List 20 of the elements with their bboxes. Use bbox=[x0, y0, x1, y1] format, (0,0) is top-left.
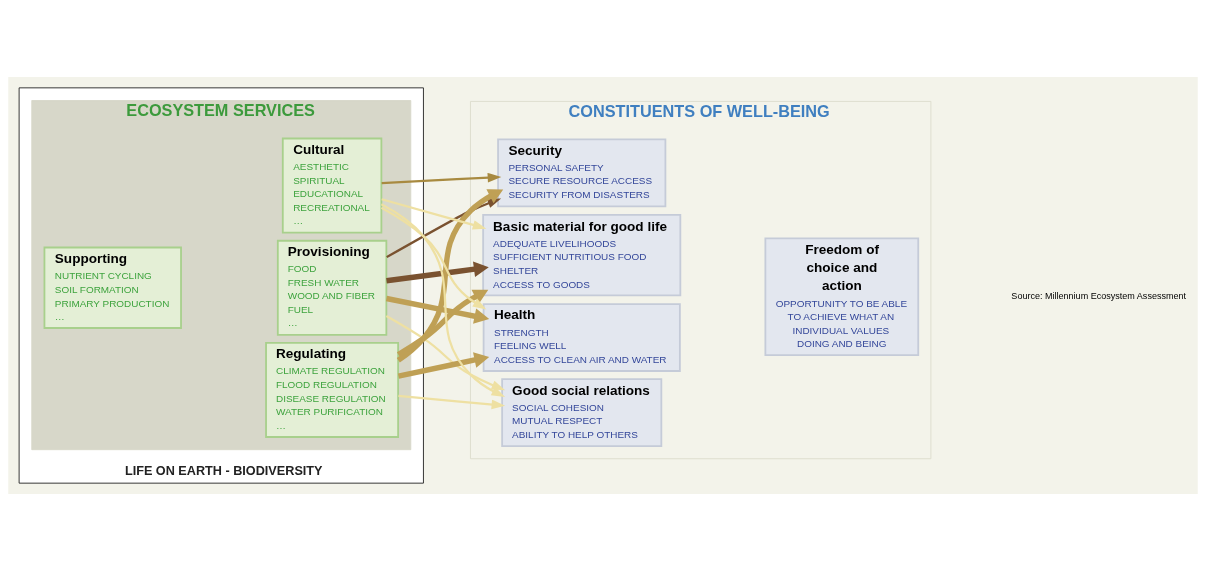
arrow bbox=[381, 197, 487, 230]
node-box: Provisioning FOOD FRESH WATER WOOD AND FIBER FUEL … bbox=[276, 239, 388, 336]
arrow bbox=[385, 295, 490, 324]
node-box: Good social relations SOCIAL COHESION MUTUAL RESPECT ABILITY TO HELP OTHERS bbox=[501, 377, 663, 447]
arrow bbox=[396, 289, 489, 357]
arrow bbox=[386, 260, 489, 283]
arrow bbox=[380, 202, 506, 397]
node-box: Regulating CLIMATE REGULATION FLOOD REGULATION DISEASE REGULATION WATER PURIFICATION … bbox=[265, 341, 400, 438]
node-box: Security PERSONAL SAFETY SECURE RESOURCE ACCESS SECURITY FROM DISASTERS bbox=[497, 138, 667, 207]
arrow bbox=[385, 314, 506, 390]
arrow bbox=[380, 206, 487, 310]
label: Source: Millennium Ecosystem Assessment bbox=[1011, 290, 1187, 301]
node-box: Supporting NUTRIENT CYCLING SOIL FORMATION PRIMARY PRODUCTION … bbox=[43, 246, 182, 329]
arrow bbox=[398, 394, 506, 409]
arrow bbox=[397, 351, 490, 379]
arrow bbox=[381, 172, 502, 184]
node-box: Basic material for good life ADEQUATE LIVELIHOODS SUFFICIENT NUTRITIOUS FOOD SHELTER ACCESS TO GOODS bbox=[482, 213, 682, 296]
node-box: Cultural AESTHETIC SPIRITUAL EDUCATIONAL RECREATIONAL … bbox=[281, 137, 383, 233]
node-box: Health STRENGTH FEELING WELL ACCESS TO CLEAN AIR AND WATER bbox=[482, 302, 681, 372]
node-box: Freedom of choice and action OPPORTUNITY TO BE ABLE TO ACHIEVE WHAT AN INDIVIDUAL VALUES DOING AND BEING bbox=[764, 237, 920, 356]
